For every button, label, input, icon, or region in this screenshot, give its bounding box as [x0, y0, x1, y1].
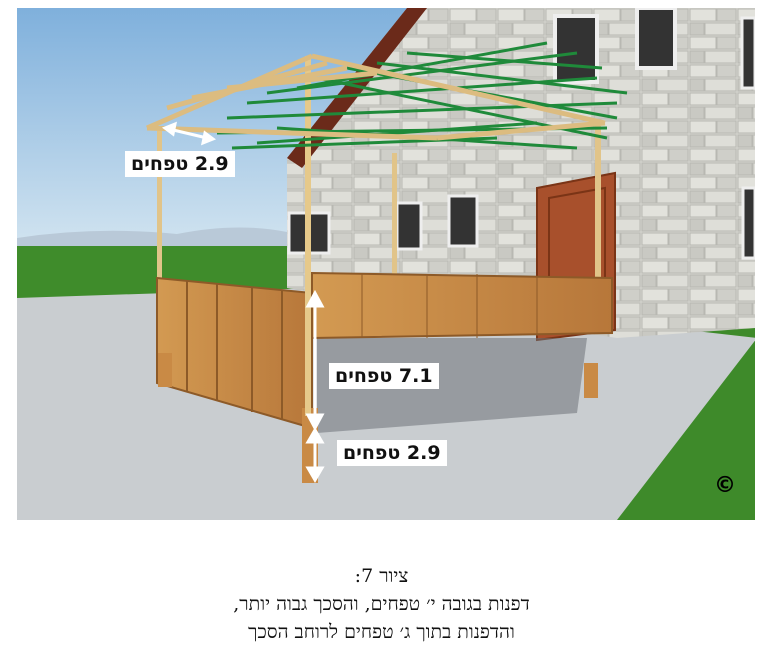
ground-gap-label: 2.9 טפחים — [337, 440, 447, 466]
pole-back-mid — [392, 153, 397, 283]
caption-title: ציור 7: — [354, 565, 409, 587]
wall-leg-right — [584, 363, 598, 398]
copyright-icon: © — [714, 473, 736, 498]
wall-height-label: 7.1 טפחים — [329, 363, 439, 389]
pole-back-right — [595, 126, 601, 326]
pole-back-left — [157, 130, 162, 280]
caption-line-2: דפנות בגובה י׳ טפחים, והסכך גבוה יותר, — [233, 593, 530, 615]
shadow — [317, 338, 587, 433]
caption: ציור 7: דפנות בגובה י׳ טפחים, והסכך גבוה… — [0, 562, 763, 646]
pole-front — [305, 56, 311, 416]
roof-gap-arrow — [161, 121, 217, 146]
wall-back — [311, 271, 613, 340]
roof-gap-label: 2.9 טפחים — [125, 151, 235, 177]
wall-height-arrow — [305, 289, 325, 432]
caption-line-3: והדפנות בתוך ג׳ טפחים לרוחב הסכך — [248, 621, 515, 643]
ground-gap-arrow — [305, 427, 325, 483]
sukkah-illustration: 2.9 טפחים 7.1 טפחים 2.9 טפחים — [17, 8, 755, 520]
roof-frame — [146, 53, 606, 141]
wall-leg-left — [158, 353, 172, 387]
